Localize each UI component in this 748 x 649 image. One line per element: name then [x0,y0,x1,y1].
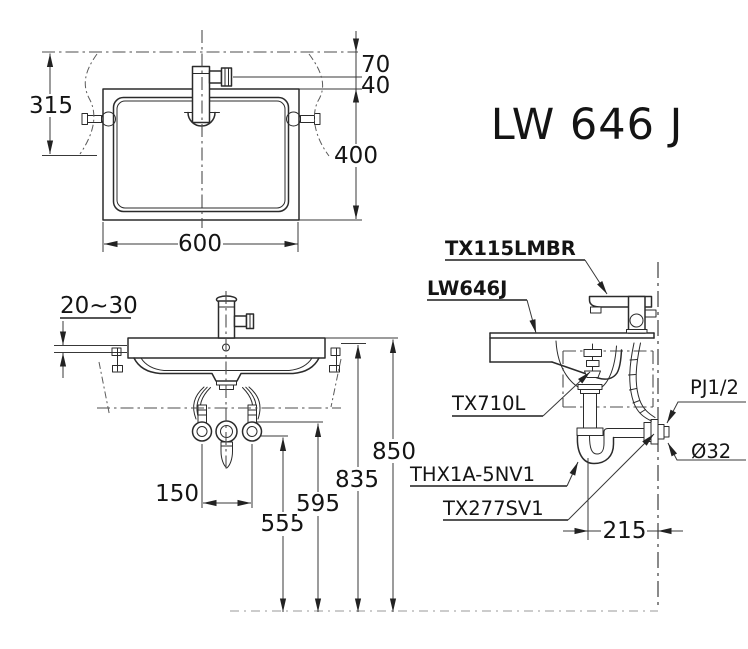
label-outlet-diameter: Ø32 [691,440,731,463]
side-dimensions: 215 [563,458,683,544]
dim-70: 70 [361,52,390,78]
faucet-front [215,295,255,339]
dim-315: 315 [29,93,73,119]
faucet-side [588,295,657,334]
mounting-bolt-right [286,111,321,127]
stop-valve-left [191,404,213,442]
lavatory-side [489,332,655,392]
dim-215: 215 [603,518,647,544]
label-faucet-model: TX115LMBR [445,237,576,260]
dim-20-30: 20~30 [60,293,138,319]
dim-595: 595 [296,491,340,517]
label-supply-hose: THX1A-5NV1 [409,463,535,486]
trap-side [576,384,650,465]
mounting-bolt-left [81,111,116,127]
label-wall-inlet: PJ1/2 [690,376,739,399]
dim-400: 400 [334,143,378,169]
dim-40: 40 [361,73,390,99]
dim-150: 150 [155,481,199,507]
faucet-plan [184,65,233,127]
wall-bracket-left [111,347,123,373]
dim-835: 835 [335,467,379,493]
front-extension-lines [54,337,398,508]
side-detail-box [562,350,654,408]
label-drain-valve: TX710L [451,392,525,415]
label-trap: TX277SV1 [442,497,544,520]
plan-dimensions: 315 70 40 400 600 [29,31,390,257]
supply-hose-side [628,342,656,422]
wall-bracket-right [329,347,341,373]
plan-centerlines [42,30,358,228]
stop-valve-right [241,404,263,442]
side-view: 215 TX115LMBR LW646J TX710L THX1A-5NV1 T… [409,237,746,608]
plan-extension-lines [42,76,362,252]
front-centerlines [97,291,658,612]
label-lavatory-model: LW646J [427,277,507,300]
side-labels: TX115LMBR LW646J TX710L THX1A-5NV1 TX277… [409,237,746,521]
wall-outlet-fitting [643,419,670,445]
plan-view: 315 70 40 400 600 [29,30,390,257]
drawing-title: LW 646 J [491,100,684,150]
front-view: 20~30 150 555 595 835 850 [54,291,658,612]
dim-600: 600 [178,231,222,257]
drain-valve-side [583,343,602,378]
dim-850: 850 [372,439,416,465]
front-dimensions: 20~30 150 555 595 835 850 [59,293,416,612]
